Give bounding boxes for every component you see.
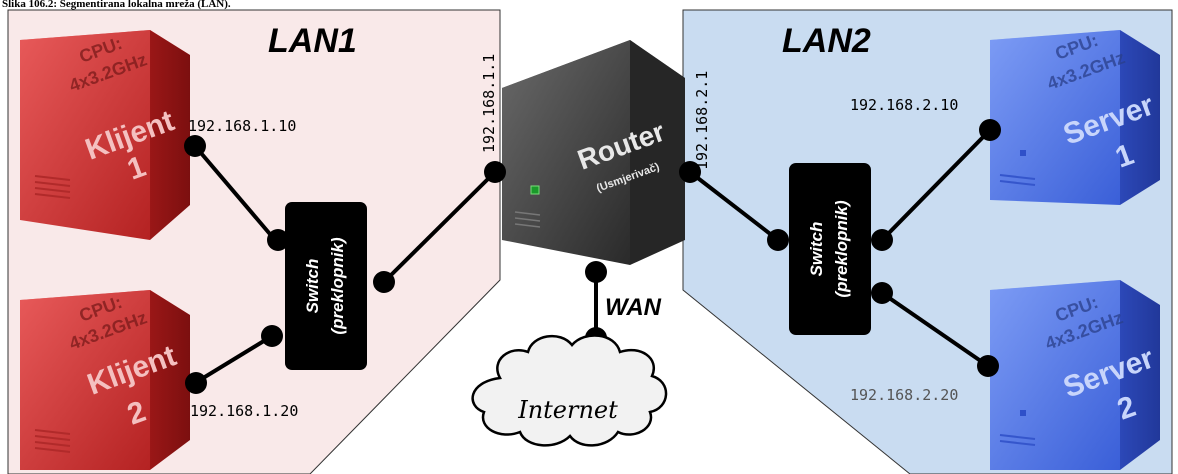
router-lan1-ip: 192.168.1.1 [480, 54, 498, 153]
switch-2-box [789, 163, 871, 335]
router-led [530, 185, 540, 195]
klijent-2-computer: CPU: 4x3.2GHz Klijent 2 [20, 290, 190, 470]
figure-caption: Slika 106.2: Segmentirana lokalna mreža … [2, 0, 231, 10]
router-lan2-ip: 192.168.2.1 [693, 71, 711, 170]
internet-cloud [471, 334, 668, 447]
router-device: Router (Usmjerivač) [502, 40, 685, 265]
server-2-ip: 192.168.2.20 [850, 386, 958, 404]
switch-1-label: Switch [303, 259, 322, 314]
klijent-1-ip: 192.168.1.10 [188, 117, 296, 135]
port-dots [184, 119, 1001, 394]
wan-label: WAN [605, 294, 662, 321]
switch-1-sublabel: (preklopnik) [328, 237, 347, 335]
klijent-1-computer: CPU: 4x3.2GHz Klijent 1 [20, 30, 190, 240]
server-2-computer: CPU: 4x3.2GHz Server 2 [990, 280, 1160, 470]
klijent-2-ip: 192.168.1.20 [190, 402, 298, 420]
connection-lines [193, 128, 992, 385]
switch-2-sublabel: (preklopnik) [832, 200, 851, 298]
switch-1-box [285, 202, 367, 370]
lan2-title: LAN2 [782, 22, 871, 60]
internet-label: Internet [517, 396, 618, 424]
switch-2-label: Switch [807, 222, 826, 277]
server-1-computer: CPU: 4x3.2GHz Server 1 [990, 30, 1160, 205]
lan1-title: LAN1 [268, 22, 357, 60]
server-1-ip: 192.168.2.10 [850, 96, 958, 114]
